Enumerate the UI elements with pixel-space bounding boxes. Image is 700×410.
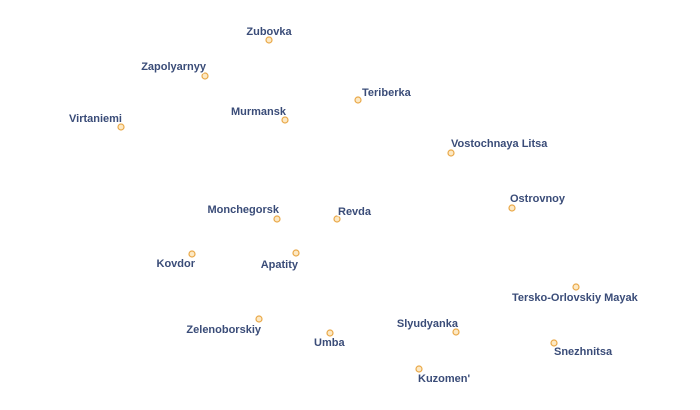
marker-umba[interactable] (326, 329, 334, 337)
label-tersko-orlovskiy-mayak: Tersko-Orlovskiy Mayak (512, 292, 639, 304)
label-kuzomen: Kuzomen' (418, 373, 471, 385)
marker-tersko-orlovskiy-mayak[interactable] (572, 283, 580, 291)
marker-vostochnaya-litsa[interactable] (447, 149, 455, 157)
label-apatity: Apatity (261, 259, 299, 271)
marker-teriberka[interactable] (354, 96, 362, 104)
marker-apatity[interactable] (292, 249, 300, 257)
label-revda: Revda (338, 206, 372, 218)
marker-snezhnitsa[interactable] (550, 339, 558, 347)
marker-zelenoborskiy[interactable] (255, 315, 263, 323)
label-zapolyarnyy: Zapolyarnyy (141, 61, 207, 73)
marker-zubovka[interactable] (265, 36, 273, 44)
label-monchegorsk: Monchegorsk (207, 204, 279, 216)
marker-murmansk[interactable] (281, 116, 289, 124)
label-vostochnaya-litsa: Vostochnaya Litsa (451, 138, 548, 150)
label-virtaniemi: Virtaniemi (69, 113, 122, 125)
label-teriberka: Teriberka (362, 87, 412, 99)
label-slyudyanka: Slyudyanka (397, 318, 459, 330)
marker-virtaniemi[interactable] (117, 123, 125, 131)
label-ostrovnoy: Ostrovnoy (510, 193, 566, 205)
marker-ostrovnoy[interactable] (508, 204, 516, 212)
marker-slyudyanka[interactable] (452, 328, 460, 336)
marker-zapolyarnyy[interactable] (201, 72, 209, 80)
label-zelenoborskiy: Zelenoborskiy (186, 324, 261, 336)
marker-kovdor[interactable] (188, 250, 196, 258)
label-murmansk: Murmansk (231, 106, 287, 118)
label-zubovka: Zubovka (246, 26, 292, 38)
label-kovdor: Kovdor (157, 258, 196, 270)
marker-kuzomen[interactable] (415, 365, 423, 373)
marker-revda[interactable] (333, 215, 341, 223)
label-umba: Umba (314, 337, 345, 349)
label-snezhnitsa: Snezhnitsa (554, 346, 613, 358)
marker-monchegorsk[interactable] (273, 215, 281, 223)
